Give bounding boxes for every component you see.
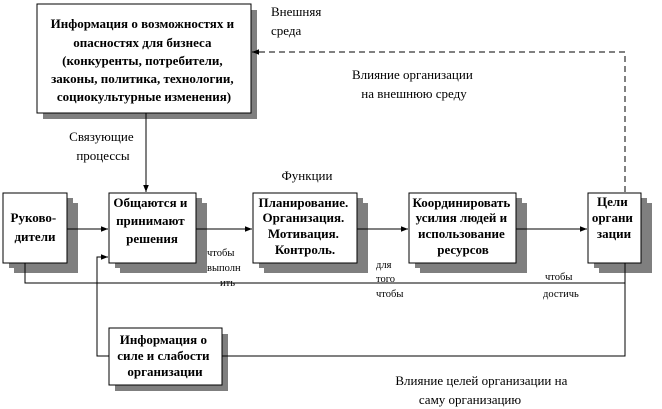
org-influence-on-environment-label: Влияние организации на внешнюю среду bbox=[352, 67, 476, 101]
strengths-line-3: организации bbox=[127, 364, 203, 379]
svg-text:Координировать усилия лю: Координировать усилия людей и использова… bbox=[413, 195, 514, 257]
managers-line-1: Руково- bbox=[11, 210, 57, 225]
svg-text:Руково- дители: Руково- дители bbox=[11, 210, 60, 244]
coordinate-efforts-box: Координировать усилия людей и использова… bbox=[408, 192, 527, 273]
decision-box: Общаются и принимают решения bbox=[108, 192, 207, 273]
external-environment-label: Внешняя среда bbox=[271, 4, 325, 38]
managers-line-2: дители bbox=[14, 229, 56, 244]
coordinate-line-4: ресурсов bbox=[437, 242, 488, 257]
functions-label: Функции bbox=[282, 168, 333, 183]
svg-text:Общаются и принимают: Общаются и принимают решения bbox=[113, 195, 190, 246]
functions-line-1: Планирование. bbox=[258, 195, 348, 210]
svg-text:Планирование. Организаци: Планирование. Организация. Мотивация. Ко… bbox=[258, 195, 351, 257]
strengths-to-decision-arrow bbox=[96, 254, 109, 357]
env-box-line-5: социокультурные изменения) bbox=[57, 89, 231, 104]
to-achieve-label: чтобы достичь bbox=[543, 272, 579, 300]
svg-text:Информация о возможностях и: Информация о возможностях и опасностях д… bbox=[51, 16, 238, 104]
organization-goals-box: Цели органи зации bbox=[587, 192, 652, 273]
decision-line-2: принимают bbox=[116, 213, 185, 228]
coordinate-line-2: усилия людей и bbox=[416, 210, 508, 225]
coordinate-line-3: использование bbox=[418, 226, 505, 241]
coordinate-line-1: Координировать bbox=[413, 195, 511, 210]
decision-line-1: Общаются и bbox=[113, 195, 187, 210]
functions-line-3: Мотивация. bbox=[268, 226, 339, 241]
functions-line-2: Организация. bbox=[263, 210, 345, 225]
functions-line-4: Контроль. bbox=[275, 242, 335, 257]
strengths-weaknesses-box: Информация о силе и слабости организации bbox=[108, 327, 228, 391]
goals-to-org-feedback-line bbox=[222, 283, 626, 357]
env-box-line-1: Информация о возможностях и bbox=[51, 16, 235, 31]
bottom-feedback-line bbox=[24, 263, 626, 284]
goals-to-environment-dashed-arrow bbox=[252, 49, 626, 192]
goals-line-3: зации bbox=[597, 226, 632, 241]
svg-text:Цели органи зации: Цели органи зации bbox=[592, 194, 636, 241]
management-functions-box: Планирование. Организация. Мотивация. Ко… bbox=[252, 192, 368, 273]
env-box-line-3: (конкуренты, потребители, bbox=[62, 53, 223, 68]
in-order-that-label: для того чтобы bbox=[376, 260, 403, 300]
strengths-line-2: силе и слабости bbox=[117, 348, 210, 363]
svg-text:Информация о силе и слаб: Информация о силе и слабости организации bbox=[117, 332, 213, 379]
decision-line-3: решения bbox=[126, 231, 178, 246]
goals-line-1: Цели bbox=[597, 194, 628, 209]
managers-box: Руково- дители bbox=[2, 192, 78, 273]
env-box-line-2: опасностях для бизнеса bbox=[73, 35, 212, 50]
connector-lines bbox=[24, 49, 626, 357]
environment-info-box: Информация о возможностях и опасностях д… bbox=[36, 3, 257, 119]
strengths-line-1: Информация о bbox=[120, 332, 207, 347]
linking-processes-label: Связующие процессы bbox=[69, 129, 137, 163]
env-box-line-4: законы, политика, технологии, bbox=[51, 71, 234, 86]
goals-influence-on-org-label: Влияние целей организации на саму органи… bbox=[395, 373, 570, 407]
goals-line-2: органи bbox=[592, 210, 634, 225]
